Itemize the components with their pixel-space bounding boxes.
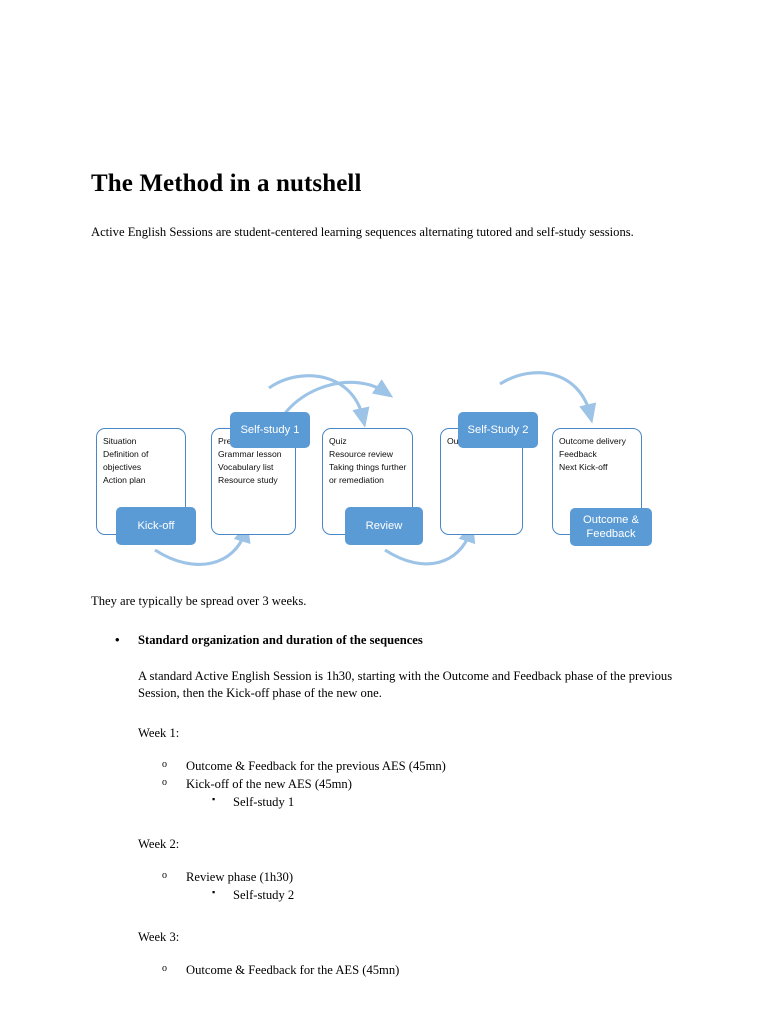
week-1-list: Outcome & Feedback for the previous AES … xyxy=(91,758,691,812)
arrow-top-right xyxy=(499,371,597,424)
phase-line: Next Kick-off xyxy=(559,462,608,473)
body-text-block: They are typically be spread over 3 week… xyxy=(91,594,691,980)
phase-line: Grammar lesson xyxy=(218,449,282,460)
phase-tab-review[interactable]: Review xyxy=(345,507,423,545)
arrow-top-center xyxy=(268,374,370,428)
list-item: Self-study 2 xyxy=(91,886,691,905)
phase-line: Taking things further xyxy=(329,462,407,473)
list-item: Kick-off of the new AES (45mn) xyxy=(91,776,691,794)
phase-line: Resource review xyxy=(329,449,393,460)
phase-line: Quiz xyxy=(329,436,347,446)
list-item: Self-study 1 xyxy=(91,793,691,812)
phase-line: Vocabulary list xyxy=(218,462,274,473)
week-label-1: Week 1: xyxy=(138,726,180,741)
standard-session-paragraph: A standard Active English Session is 1h3… xyxy=(138,669,673,700)
phase-tab-self-study-2[interactable]: Self-Study 2 xyxy=(458,412,538,448)
phase-line: Prer xyxy=(218,436,235,446)
list-item: Outcome & Feedback for the AES (45mn) xyxy=(91,962,691,980)
intro-paragraph: Active English Sessions are student-cent… xyxy=(91,224,634,239)
list-item: Review phase (1h30) xyxy=(91,869,691,887)
week-label-3: Week 3: xyxy=(138,929,180,944)
phase-tab-kick-off[interactable]: Kick-off xyxy=(116,507,196,545)
arrow-bottom-right xyxy=(384,522,476,566)
spread-over-weeks-line: They are typically be spread over 3 week… xyxy=(91,594,307,608)
diagram-arrows xyxy=(154,371,597,566)
week-2-list: Review phase (1h30) Self-study 2 xyxy=(91,869,691,905)
phase-line: Action plan xyxy=(103,475,146,486)
phase-tab-outcome-feedback[interactable]: Outcome & Feedback xyxy=(570,508,652,546)
phase-line: Outcome delivery xyxy=(559,436,626,446)
phase-line: Situation xyxy=(103,436,137,446)
phase-line: Outc xyxy=(447,436,466,446)
list-item: Outcome & Feedback for the previous AES … xyxy=(91,758,691,776)
bullet-standard-organization: Standard organization and duration of th… xyxy=(91,632,691,648)
document-header-block: The Method in a nutshell Active English … xyxy=(91,170,677,240)
page-title: The Method in a nutshell xyxy=(91,170,362,197)
phase-line: Feedback xyxy=(559,449,597,460)
phase-line: or remediation xyxy=(329,475,384,486)
week-label-2: Week 2: xyxy=(138,837,180,852)
phase-tab-self-study-1[interactable]: Self-study 1 xyxy=(230,412,310,448)
phase-line: Definition of xyxy=(103,449,149,460)
arrow-bottom-left xyxy=(154,522,251,566)
week-3-list: Outcome & Feedback for the AES (45mn) xyxy=(91,962,691,980)
process-cycle-diagram: Situation Definition of objectives Actio… xyxy=(85,360,685,585)
phase-line: objectives xyxy=(103,462,142,473)
phase-line: Resource study xyxy=(218,475,278,486)
